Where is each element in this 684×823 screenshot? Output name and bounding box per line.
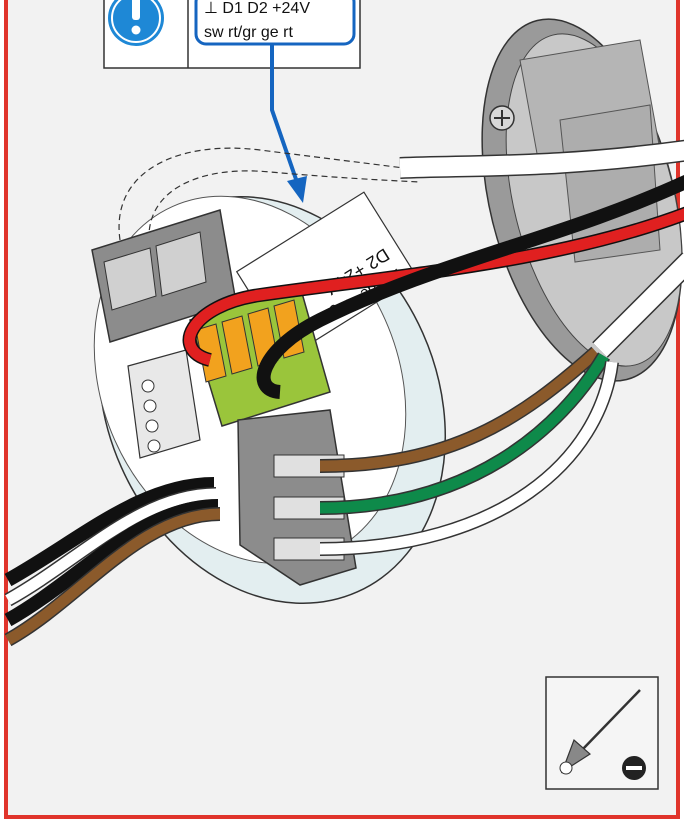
callout-highlight <box>194 0 356 46</box>
black-wire <box>256 175 684 399</box>
screwdriver-icon <box>559 689 641 775</box>
callout-line-2: sw rt/gr ge rt <box>204 24 293 41</box>
dashed-cables <box>118 147 421 251</box>
screw-icon <box>489 105 515 131</box>
callout-line-1: ⊥ D1 D2 +24V <box>204 0 310 17</box>
warning-exclamation-icon <box>108 0 164 46</box>
small-connector <box>127 349 201 459</box>
pointer-arrow <box>270 44 307 203</box>
top-terminal-block <box>91 209 237 343</box>
callout-box: ⊥ D1 D2 +24V sw rt/gr ge rt <box>103 0 361 69</box>
cover-plate <box>481 18 683 382</box>
left-cable-bundle <box>4 477 221 647</box>
tool-box <box>545 676 659 790</box>
minus-icon <box>622 756 646 780</box>
